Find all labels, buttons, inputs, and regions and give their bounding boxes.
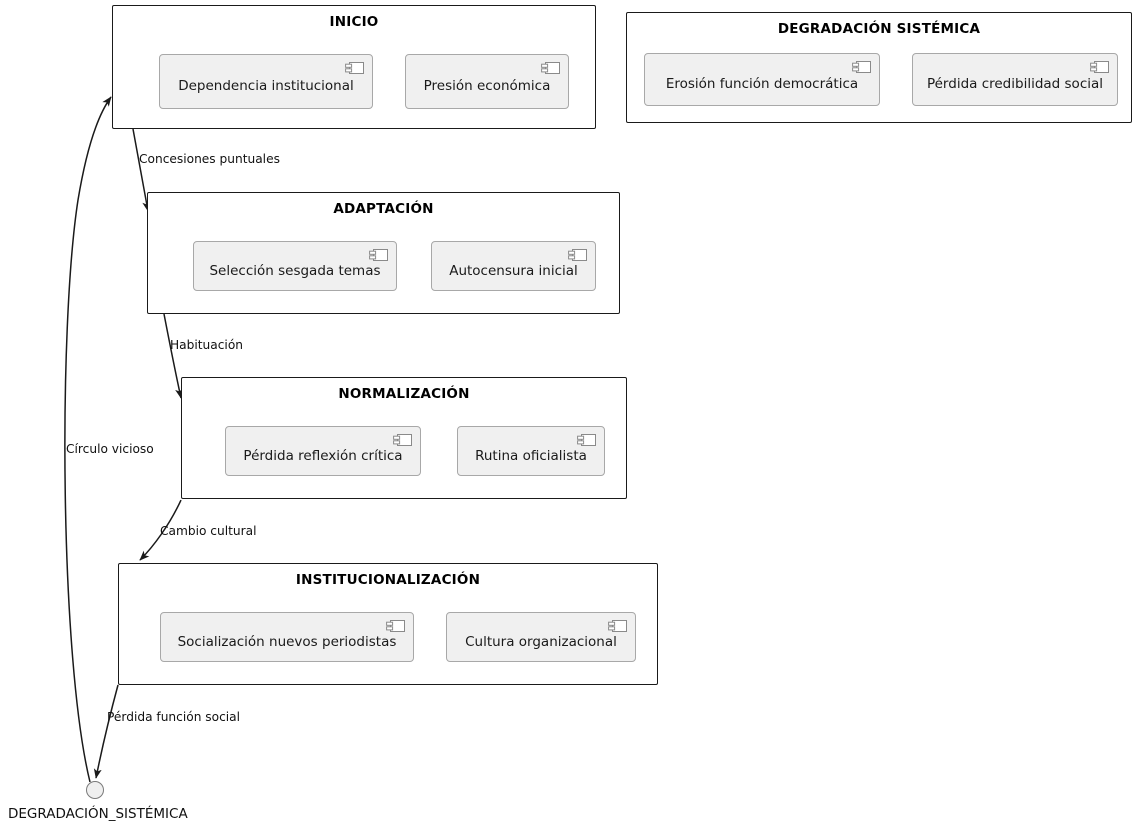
component-rutina-oficialista[interactable]: Rutina oficialista xyxy=(457,426,605,476)
phase-institucionalizacion[interactable]: INSTITUCIONALIZACIÓN Socialización nuevo… xyxy=(118,563,658,685)
uml-component-icon xyxy=(369,249,388,261)
component-presion-economica[interactable]: Presión económica xyxy=(405,54,569,109)
uml-component-icon xyxy=(345,62,364,74)
edge-habituacion xyxy=(163,313,183,399)
phase-inicio[interactable]: INICIO Dependencia institucional Presión… xyxy=(112,5,596,129)
uml-component-icon xyxy=(608,620,627,632)
uml-component-icon xyxy=(1090,61,1109,73)
component-label: Erosión función democrática xyxy=(665,76,859,92)
edge-label-cambio-cultural: Cambio cultural xyxy=(160,524,257,538)
phase-title-normalizacion: NORMALIZACIÓN xyxy=(338,386,470,402)
uml-component-icon xyxy=(393,434,412,446)
edge-concesiones-puntuales xyxy=(132,128,151,212)
edge-circulo-vicioso xyxy=(64,96,112,783)
phase-title-inicio: INICIO xyxy=(329,14,379,30)
uml-component-icon xyxy=(386,620,405,632)
component-perdida-reflexion-critica[interactable]: Pérdida reflexión crítica xyxy=(225,426,421,476)
component-label: Selección sesgada temas xyxy=(209,262,381,279)
phase-title-adaptacion: ADAPTACIÓN xyxy=(333,201,434,217)
component-label: Socialización nuevos periodistas xyxy=(177,633,397,650)
phase-degradacion-sistemica[interactable]: DEGRADACIÓN SISTÉMICA Erosión función de… xyxy=(626,12,1132,123)
phase-title-institucionalizacion: INSTITUCIONALIZACIÓN xyxy=(295,572,481,588)
edge-perdida-funcion-social xyxy=(93,684,119,779)
component-dependencia-institucional[interactable]: Dependencia institucional xyxy=(159,54,373,109)
phase-adaptacion[interactable]: ADAPTACIÓN Selección sesgada temas Autoc… xyxy=(147,192,620,314)
component-erosion-funcion-democratica[interactable]: Erosión función democrática xyxy=(644,53,880,106)
component-label: Autocensura inicial xyxy=(449,262,578,279)
final-node-label: DEGRADACIÓN_SISTÉMICA xyxy=(8,806,188,822)
uml-component-icon xyxy=(852,61,871,73)
component-label: Dependencia institucional xyxy=(178,78,354,94)
component-label: Rutina oficialista xyxy=(475,447,587,464)
phase-normalizacion[interactable]: NORMALIZACIÓN Pérdida reflexión crítica … xyxy=(181,377,627,499)
edge-label-perdida-funcion-social: Pérdida función social xyxy=(107,710,241,724)
component-socializacion-nuevos-periodistas[interactable]: Socialización nuevos periodistas xyxy=(160,612,414,662)
edge-label-habituacion: Habituación xyxy=(170,338,243,352)
component-seleccion-sesgada-temas[interactable]: Selección sesgada temas xyxy=(193,241,397,291)
edge-label-concesiones-puntuales: Concesiones puntuales xyxy=(139,152,280,166)
component-cultura-organizacional[interactable]: Cultura organizacional xyxy=(446,612,636,662)
edge-label-circulo-vicioso: Círculo vicioso xyxy=(66,442,154,456)
component-autocensura-inicial[interactable]: Autocensura inicial xyxy=(431,241,596,291)
component-label: Pérdida reflexión crítica xyxy=(243,447,403,464)
uml-component-icon xyxy=(541,62,560,74)
uml-component-icon xyxy=(568,249,587,261)
uml-component-icon xyxy=(577,434,596,446)
final-node-degradacion-sistemica[interactable] xyxy=(86,781,104,799)
edge-cambio-cultural xyxy=(139,499,182,561)
phase-title-degradacion-sistemica: DEGRADACIÓN SISTÉMICA xyxy=(777,21,981,37)
component-label: Presión económica xyxy=(423,78,551,94)
component-label: Pérdida credibilidad social xyxy=(926,76,1104,92)
component-label: Cultura organizacional xyxy=(465,633,617,650)
component-perdida-credibilidad-social[interactable]: Pérdida credibilidad social xyxy=(912,53,1118,106)
